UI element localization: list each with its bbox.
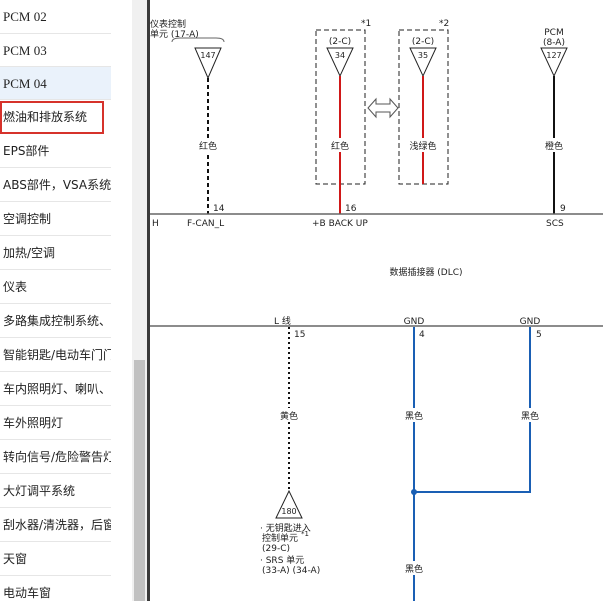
connector-4-header2: (8-A) bbox=[543, 38, 565, 48]
connector-5-line5: (33-A) (34-A) bbox=[262, 566, 320, 576]
pin-number: 15 bbox=[294, 330, 305, 340]
connector-1-pin: 147 bbox=[200, 51, 215, 60]
nav-item-pcm-03[interactable]: PCM 03 bbox=[0, 34, 111, 67]
signal-label: +B BACK UP bbox=[312, 219, 368, 229]
connector-3-header: (2-C) bbox=[412, 37, 434, 47]
label-bg bbox=[540, 138, 568, 152]
label-bg bbox=[516, 408, 544, 422]
signal-label: SCS bbox=[546, 219, 564, 229]
connector-triangle bbox=[275, 489, 303, 519]
wire-color-label: 浅绿色 bbox=[409, 140, 436, 152]
nav-item-fuel-emission[interactable]: 燃油和排放系统 bbox=[0, 101, 104, 134]
nav-item-eps[interactable]: EPS部件 bbox=[0, 135, 111, 168]
connector-5-line2: 控制单元 bbox=[262, 532, 298, 544]
footnote-mark: *2 bbox=[439, 19, 449, 29]
pane-divider[interactable] bbox=[147, 0, 150, 601]
nav-item-abs-vsa[interactable]: ABS部件，VSA系统部 bbox=[0, 169, 111, 202]
sidebar-scroll-thumb[interactable] bbox=[134, 360, 145, 601]
connector-4-header: PCM bbox=[544, 28, 563, 38]
nav-item-exterior-lights[interactable]: 车外照明灯 bbox=[0, 407, 111, 440]
connector-triangle bbox=[409, 47, 437, 78]
connector-triangle bbox=[540, 47, 568, 78]
dlc-label: 数据插接器 (DLC) bbox=[389, 266, 462, 278]
wire-color-label: 黑色 bbox=[405, 410, 423, 422]
nav-item-pcm-02[interactable]: PCM 02 bbox=[0, 0, 111, 34]
wire-color-label: 黑色 bbox=[405, 563, 423, 575]
pin-number: 16 bbox=[345, 204, 357, 214]
nav-item-headlight-leveling[interactable]: 大灯调平系统 bbox=[0, 475, 111, 508]
connector-5-line3: (29-C) bbox=[262, 544, 290, 554]
pin-number: 9 bbox=[560, 204, 566, 214]
pin-number: 4 bbox=[419, 330, 425, 340]
nav-item-interior-lights[interactable]: 车内照明灯、喇叭、附 bbox=[0, 373, 111, 406]
connector-bracket bbox=[171, 37, 225, 43]
signal-label: GND bbox=[520, 317, 541, 327]
navigation-sidebar: PCM 02 PCM 03 PCM 04 燃油和排放系统 EPS部件 ABS部件… bbox=[0, 0, 132, 601]
connector-1-header2: 单元 (17-A) bbox=[150, 28, 199, 40]
connector-5-line1: · 无钥匙进入 bbox=[260, 522, 311, 534]
label-bg bbox=[400, 408, 428, 422]
connector-2-pin: 34 bbox=[335, 51, 345, 60]
nav-item-wiper-washer[interactable]: 刮水器/清洗器，后窗除 bbox=[0, 509, 111, 542]
label-bg bbox=[400, 561, 428, 575]
wire-color-label: 黑色 bbox=[521, 410, 539, 422]
connector-4-pin: 127 bbox=[546, 51, 561, 60]
nav-item-multiplex[interactable]: 多路集成控制系统、无 bbox=[0, 305, 111, 338]
pin-number: 5 bbox=[536, 330, 542, 340]
connector-2-header: (2-C) bbox=[329, 37, 351, 47]
nav-item-sunroof[interactable]: 天窗 bbox=[0, 543, 111, 576]
signal-label: F-CAN_L bbox=[187, 219, 224, 229]
label-bg bbox=[405, 138, 441, 152]
wire-color-label: 红色 bbox=[331, 140, 349, 152]
left-edge-label: H bbox=[152, 219, 159, 229]
label-bg bbox=[275, 408, 303, 422]
wire-color-label: 黄色 bbox=[280, 410, 298, 422]
connector-1-header: 仪表控制 bbox=[150, 18, 186, 30]
nav-item-heating-ac[interactable]: 加热/空调 bbox=[0, 237, 111, 270]
nav-item-instruments[interactable]: 仪表 bbox=[0, 271, 111, 304]
alternative-arrow-icon bbox=[367, 97, 399, 119]
nav-item-smart-key[interactable]: 智能钥匙/电动车门门锁 bbox=[0, 339, 111, 372]
signal-label: GND bbox=[404, 317, 425, 327]
connector-3-pin: 35 bbox=[418, 51, 428, 60]
label-bg bbox=[326, 138, 354, 152]
nav-item-turn-signal[interactable]: 转向信号/危险警告灯， bbox=[0, 441, 111, 474]
nav-item-pcm-04[interactable]: PCM 04 bbox=[0, 67, 111, 100]
junction-dot bbox=[411, 489, 417, 495]
pin-number: 14 bbox=[213, 204, 225, 214]
footnote-mark: *1 bbox=[301, 530, 309, 538]
nav-item-power-windows[interactable]: 电动车窗 bbox=[0, 577, 111, 601]
footnote-mark: *1 bbox=[361, 19, 371, 29]
nav-item-ac-control[interactable]: 空调控制 bbox=[0, 203, 111, 236]
connector-5-line4: · SRS 单元 bbox=[260, 554, 304, 566]
connector-triangle bbox=[194, 47, 222, 80]
connector-triangle bbox=[326, 47, 354, 78]
wiring-diagram: 仪表控制 单元 (17-A) 147 红色 14 F-CAN_L *1 (2-C… bbox=[150, 18, 603, 601]
connector-5-pin: 180 bbox=[281, 507, 296, 516]
wire-color-label: 红色 bbox=[199, 140, 217, 152]
label-bg bbox=[194, 138, 222, 152]
wire-color-label: 橙色 bbox=[545, 140, 563, 152]
signal-label: L 线 bbox=[274, 315, 291, 327]
